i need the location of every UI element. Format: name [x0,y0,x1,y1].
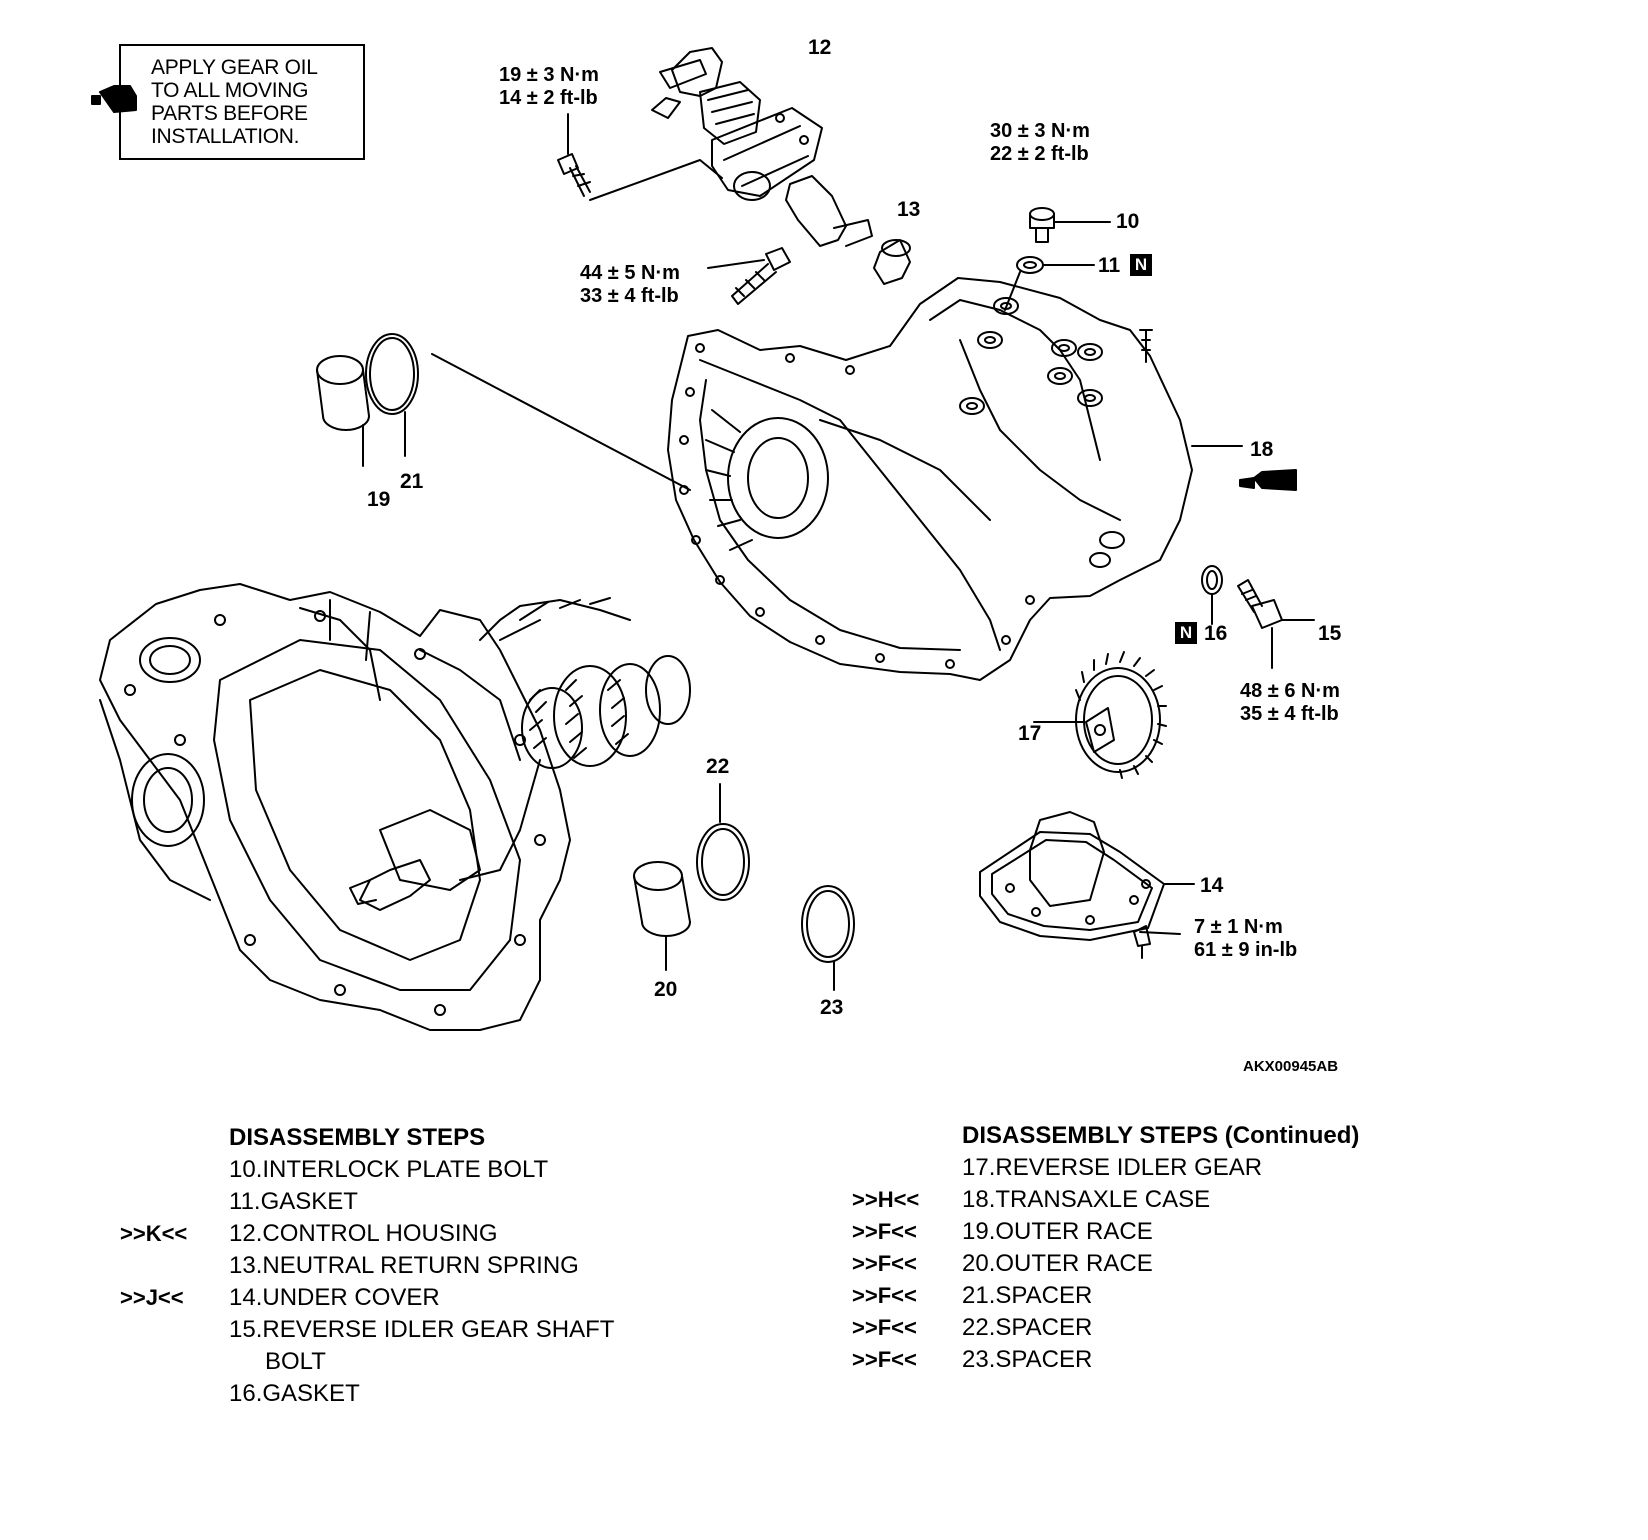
note-line-4: INSTALLATION. [151,125,300,148]
steps-title-right: DISASSEMBLY STEPS (Continued) [962,1122,1360,1149]
torque-spec-interlock-bolt: 30 ± 3 N·m 22 ± 2 ft-lb [990,120,1090,166]
spacer-23-drawing [801,885,855,991]
step-item: 15.REVERSE IDLER GEAR SHAFT [229,1316,615,1343]
transaxle-case-drawing [667,277,1243,681]
torque-nm: 30 ± 3 N·m [990,120,1090,142]
control-housing-bolt-drawing [557,113,723,201]
new-part-badge-16: N [1175,622,1197,644]
callout-15: 15 [1318,622,1342,645]
torque-nm: 44 ± 5 N·m [580,262,680,284]
spacer-21-drawing [365,333,691,491]
callout-10: 10 [1116,210,1140,233]
housing-bolt-drawing [707,247,791,305]
torque-spec-idler-shaft-bolt: 48 ± 6 N·m 35 ± 4 ft-lb [1240,680,1340,726]
step-item: 21.SPACER [962,1282,1093,1309]
callout-20: 20 [654,978,678,1001]
callout-19: 19 [367,488,391,511]
callout-16: 16 [1204,622,1228,645]
callout-21: 21 [400,470,424,493]
torque-nm: 7 ± 1 N·m [1194,916,1283,938]
step-item: 14.UNDER COVER [229,1284,440,1311]
gasket-16-drawing [1201,565,1223,625]
step-item: 17.REVERSE IDLER GEAR [962,1154,1263,1181]
step-item: 20.OUTER RACE [962,1250,1153,1277]
interlock-bolt-drawing [1004,207,1111,311]
callout-17: 17 [1018,722,1042,745]
geartrain-drawing [349,597,691,911]
step-item: 22.SPACER [962,1314,1093,1341]
note-line-1: APPLY GEAR OIL [151,56,318,79]
step-tag: >>F<< [852,1315,917,1340]
callout-23: 23 [820,996,844,1019]
step-item: 10.INTERLOCK PLATE BOLT [229,1156,549,1183]
step-tag: >>F<< [852,1251,917,1276]
outer-race-20-drawing [633,861,691,971]
step-item: BOLT [265,1348,326,1375]
torque-spec-control-housing-bolt: 19 ± 3 N·m 14 ± 2 ft-lb [499,64,599,110]
torque-ft: 14 ± 2 ft-lb [499,87,598,109]
idler-shaft-bolt-drawing [1237,579,1315,669]
callout-12: 12 [808,36,832,59]
step-item: 13.NEUTRAL RETURN SPRING [229,1252,579,1279]
note-line-3: PARTS BEFORE [151,102,308,125]
note-line-2: TO ALL MOVING [151,79,309,102]
oil-can-icon [91,85,137,113]
step-item: 11.GASKET [229,1188,358,1215]
step-item: 23.SPACER [962,1346,1093,1373]
under-cover-drawing [979,811,1195,959]
torque-ft: 61 ± 9 in-lb [1194,939,1298,961]
step-tag: >>F<< [852,1283,917,1308]
exploded-view-diagram [91,47,1315,1031]
torque-spec-under-cover-bolt: 7 ± 1 N·m 61 ± 9 in-lb [1194,916,1297,962]
torque-nm: 19 ± 3 N·m [499,64,599,86]
callout-22: 22 [706,755,730,778]
figure-code: AKX00945AB [1243,1058,1339,1075]
spacer-22-drawing [696,783,750,901]
step-tag: >>J<< [120,1285,184,1310]
torque-ft: 35 ± 4 ft-lb [1240,703,1339,725]
gear-oil-note: APPLY GEAR OIL TO ALL MOVING PARTS BEFOR… [119,44,365,160]
step-tag: >>F<< [852,1347,917,1372]
step-tag: >>K<< [120,1221,188,1246]
steps-title-left: DISASSEMBLY STEPS [229,1124,486,1151]
step-tag: >>F<< [852,1219,917,1244]
reverse-idler-gear-drawing [1033,651,1167,779]
step-item: 18.TRANSAXLE CASE [962,1186,1211,1213]
torque-ft: 22 ± 2 ft-lb [990,143,1089,165]
torque-nm: 48 ± 6 N·m [1240,680,1340,702]
step-item: 19.OUTER RACE [962,1218,1153,1245]
step-item: 12.CONTROL HOUSING [229,1220,498,1247]
sealant-tube-icon [1239,469,1297,491]
step-tag: >>H<< [852,1187,920,1212]
step-item: 16.GASKET [229,1380,360,1407]
callout-18: 18 [1250,438,1274,461]
new-part-badge-11: N [1130,254,1152,276]
clutch-housing-drawing [99,583,571,1031]
neutral-return-spring-drawing [873,239,911,285]
torque-spec-housing-bolt: 44 ± 5 N·m 33 ± 4 ft-lb [580,262,680,308]
outer-race-19-drawing [316,355,370,467]
callout-14: 14 [1200,874,1224,897]
control-housing-drawing [651,47,873,247]
torque-ft: 33 ± 4 ft-lb [580,285,679,307]
callout-11: 11 [1098,254,1121,277]
callout-13: 13 [897,198,921,221]
